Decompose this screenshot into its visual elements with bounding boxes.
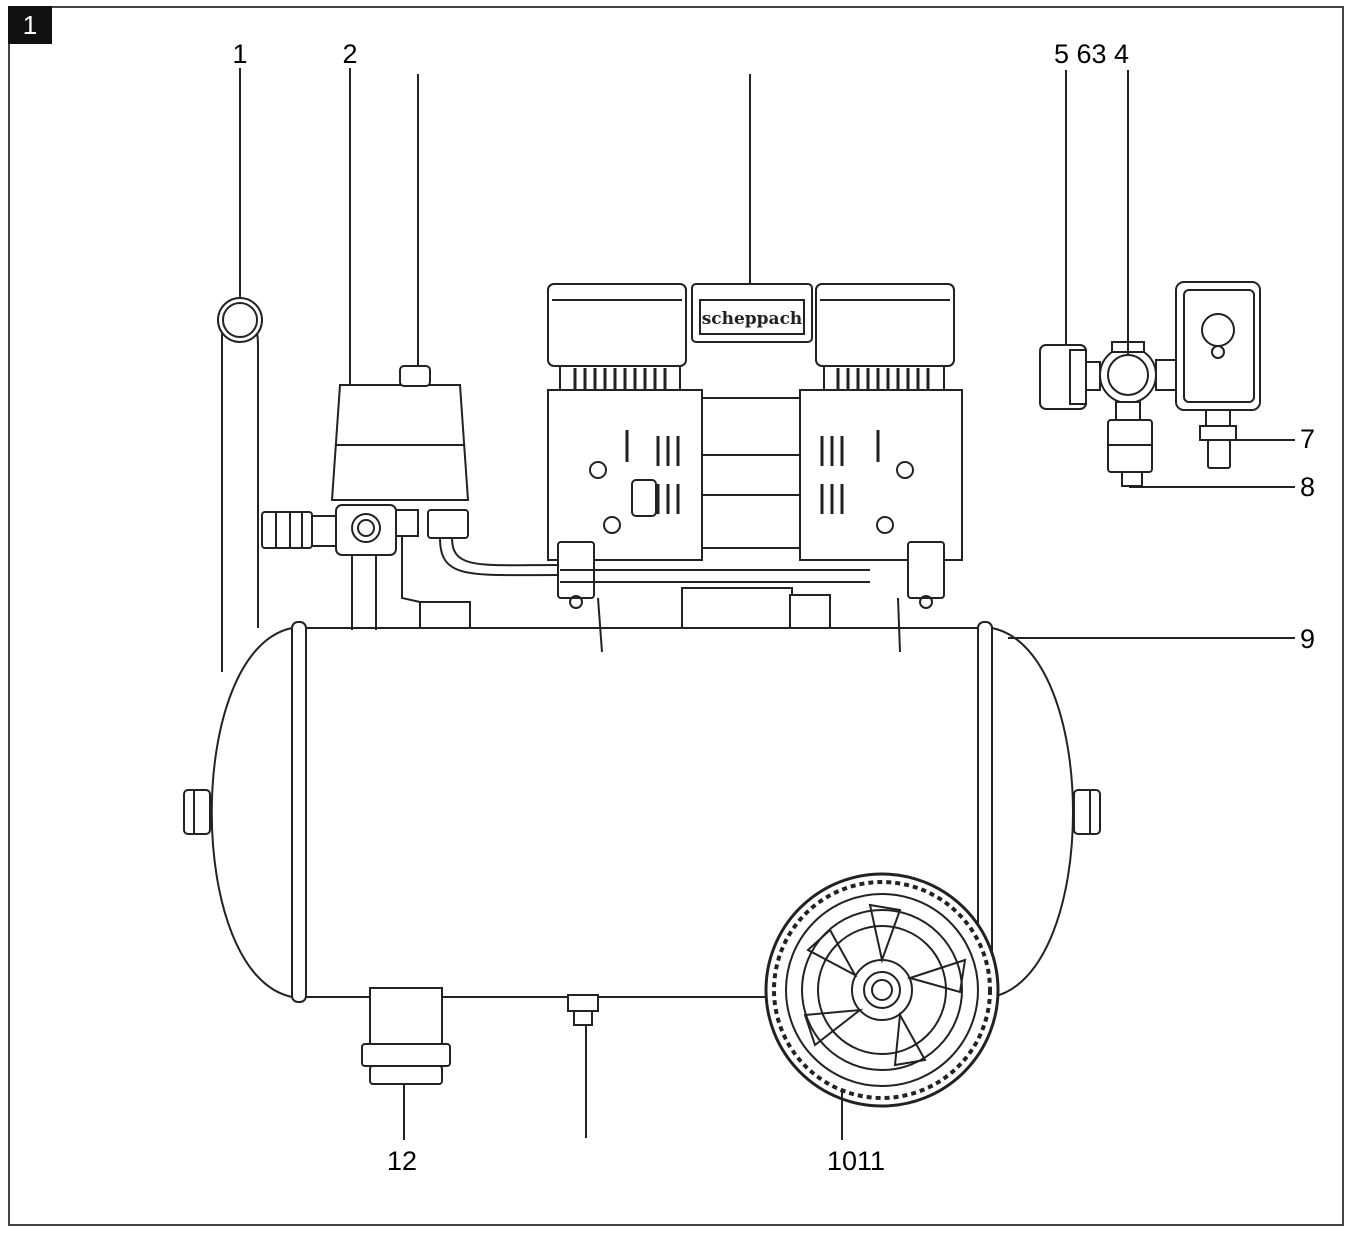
leader-lines (239, 68, 1295, 1140)
brand-logo-text: scheppach (702, 309, 803, 329)
pressure-switch (261, 365, 561, 630)
callout-label-12: 12 (387, 1146, 417, 1176)
air-tank (183, 621, 1101, 1003)
carry-handle (217, 297, 263, 672)
rubber-foot (361, 987, 599, 1085)
callout-label-7: 7 (1300, 424, 1315, 454)
callout-label-9: 9 (1300, 624, 1315, 654)
pressure-regulator-unit (1039, 281, 1261, 487)
callout-label-8: 8 (1300, 472, 1315, 502)
wheel (764, 872, 1000, 1108)
callout-label-10-11: 1011 (827, 1146, 885, 1176)
callout-label-1: 1 (232, 39, 247, 69)
compressor-motor (419, 283, 963, 653)
callout-label-5-6-3-4: 5 63 4 (1054, 39, 1129, 69)
callout-label-2: 2 (342, 39, 357, 69)
figure-number-badge: 1 (8, 6, 52, 44)
figure-frame (8, 6, 1344, 1226)
